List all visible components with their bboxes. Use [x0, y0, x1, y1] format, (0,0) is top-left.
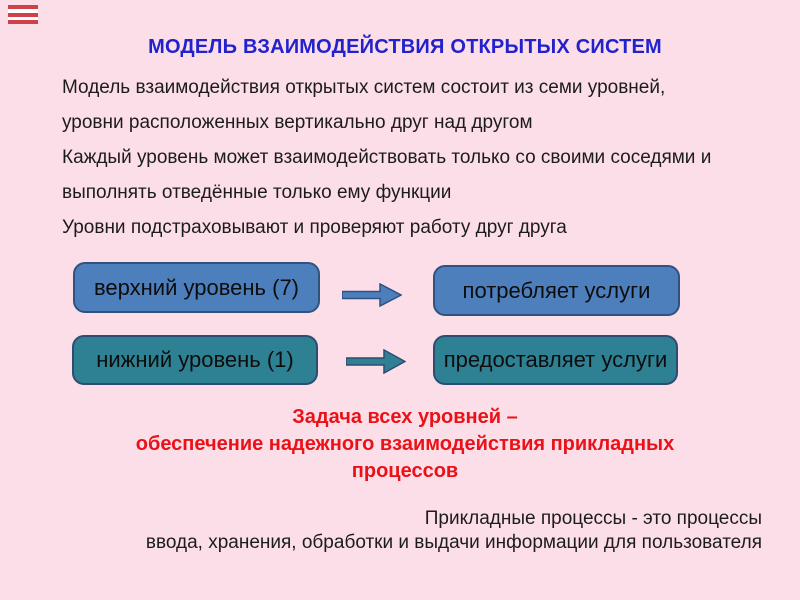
provides-services-box: предоставляет услуги: [433, 335, 678, 385]
slide-title: МОДЕЛЬ ВЗАИМОДЕЙСТВИЯ ОТКРЫТЫХ СИСТЕМ: [148, 36, 662, 58]
footer-definition: Прикладные процессы - это процессы ввода…: [60, 507, 762, 555]
task-line: Задача всех уровней –: [292, 406, 518, 428]
footer-line: ввода, хранения, обработки и выдачи инфо…: [145, 532, 762, 553]
provides-services-label: предоставляет услуги: [443, 347, 668, 372]
lower-level-box: нижний уровень (1): [72, 335, 318, 385]
footer-line: Прикладные процессы - это процессы: [424, 508, 762, 529]
intro-text: Модель взаимодействия открытых систем со…: [62, 70, 772, 245]
intro-line: выполнять отведённые только ему функции: [62, 182, 452, 203]
intro-line: Уровни подстраховывают и проверяют работ…: [62, 217, 567, 238]
right-arrow-icon: [342, 283, 402, 307]
task-statement: Задача всех уровней – обеспечение надежн…: [10, 404, 800, 485]
task-line: обеспечение надежного взаимодействия при…: [135, 433, 675, 455]
consumes-services-box: потребляет услуги: [433, 265, 680, 316]
intro-line: Модель взаимодействия открытых систем со…: [62, 77, 666, 98]
right-arrow-icon: [346, 349, 406, 374]
upper-level-label: верхний уровень (7): [93, 274, 299, 300]
upper-level-box: верхний уровень (7): [73, 262, 320, 313]
intro-line: Каждый уровень может взаимодействовать т…: [62, 147, 712, 168]
task-line: процессов: [351, 460, 459, 482]
consumes-services-label: потребляет услуги: [462, 277, 651, 303]
corner-stripes-icon: [8, 5, 38, 24]
intro-line: уровни расположенных вертикально друг на…: [62, 112, 533, 133]
lower-level-label: нижний уровень (1): [96, 347, 294, 372]
